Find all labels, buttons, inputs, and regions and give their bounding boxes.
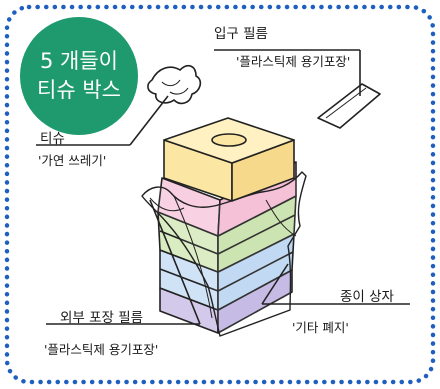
tissue-category: '가연 쓰레기': [38, 153, 107, 168]
entrance-film-shape: [317, 83, 381, 129]
paper-box-category: '기타 폐지': [292, 320, 349, 335]
badge-line-2: 티슈 박스: [37, 78, 121, 102]
product-badge: 5 개들이 티슈 박스: [20, 17, 138, 135]
badge-line-1: 5 개들이: [40, 49, 118, 73]
outer-film-outline: [141, 171, 307, 337]
tissue-label: 티슈: [40, 131, 65, 147]
paper-box-label: 종이 상자: [340, 289, 394, 305]
outer-film-category: '플라스틱제 용기포장': [44, 342, 159, 357]
outer-film-label: 외부 포장 필름: [60, 310, 144, 326]
entrance-film-label: 입구 필름: [214, 26, 268, 42]
entrance-film-category: '플라스틱제 용기포장': [236, 54, 351, 69]
